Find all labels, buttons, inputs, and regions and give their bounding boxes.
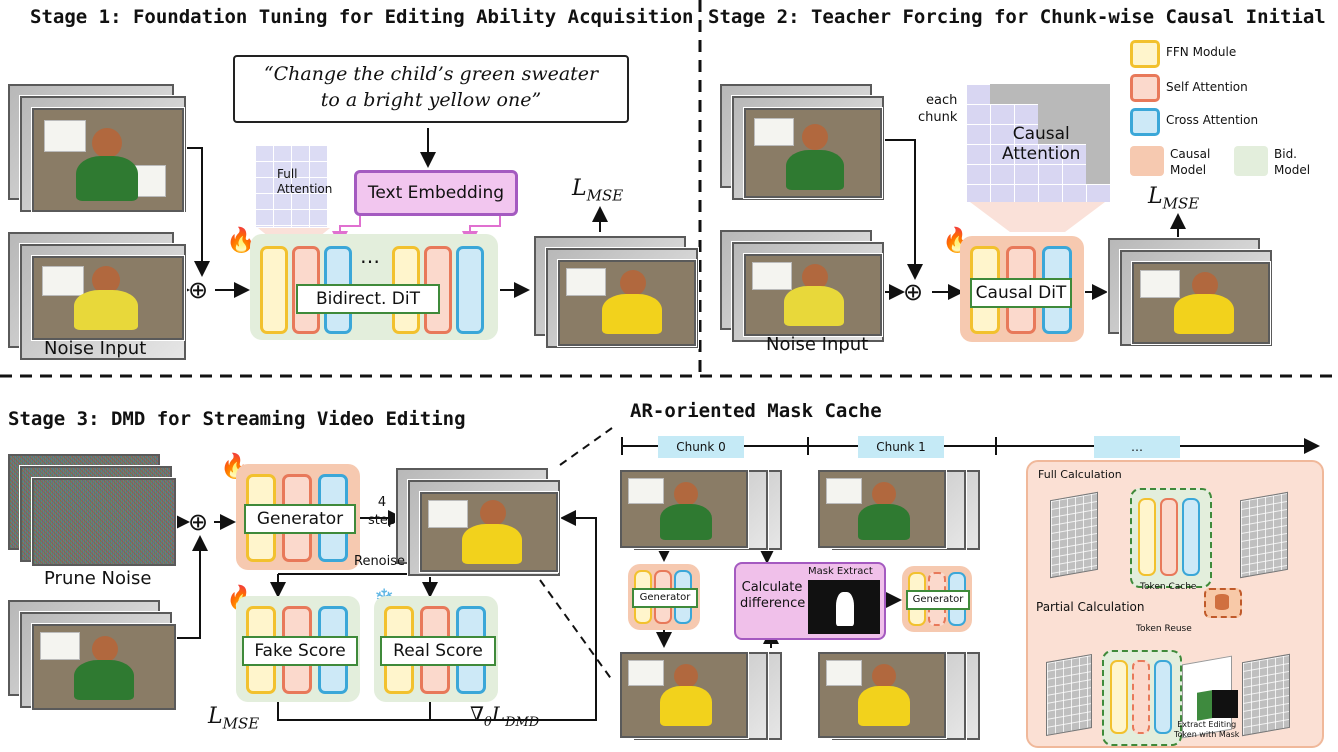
stage1-ellipsis: … bbox=[360, 244, 380, 268]
legend-ca-label: Cross Attention bbox=[1166, 113, 1259, 127]
full-calculation-label: Full Calculation bbox=[1038, 468, 1122, 481]
legend-causal-swatch bbox=[1130, 146, 1164, 176]
each-chunk-label: each chunk bbox=[918, 93, 958, 125]
stage3-fake-score-panel: Fake Score bbox=[236, 596, 360, 702]
stage1-plus-icon: ⊕ bbox=[188, 276, 209, 304]
calculate-difference-box: Calculate difference Mask Extract bbox=[734, 562, 886, 640]
chunk1-generator-label: Generator bbox=[906, 590, 970, 610]
stage1-full-attention-grid: Full Attention bbox=[255, 145, 332, 227]
stage1-loss: LMSE bbox=[572, 176, 624, 205]
partial-calculation-label: Partial Calculation bbox=[1036, 600, 1145, 614]
legend-bid-label: Bid. Model bbox=[1274, 147, 1311, 177]
causal-attention-grid: Causal Attention bbox=[966, 84, 1110, 202]
partial-calc-output-frame bbox=[1046, 653, 1092, 737]
stage2-title: Stage 2: Teacher Forcing for Chunk-wise … bbox=[708, 6, 1326, 28]
stage3-plus-icon: ⊕ bbox=[188, 508, 209, 536]
chunk0-label: Chunk 0 bbox=[658, 436, 744, 458]
chunk-more-label: … bbox=[1094, 436, 1180, 458]
token-cache-label: Token Cache bbox=[1140, 582, 1197, 592]
token-reuse-label: Token Reuse bbox=[1136, 624, 1192, 634]
full-calc-input-frame bbox=[1050, 491, 1098, 579]
mask-extract-label: Mask Extract bbox=[808, 566, 873, 577]
stage3-renoise-label: Renoise bbox=[354, 554, 406, 569]
calculate-difference-label: Calculate difference bbox=[740, 580, 806, 611]
partial-calc-input-frame bbox=[1242, 653, 1290, 737]
legend-sa-swatch bbox=[1130, 74, 1160, 102]
full-attention-label: Full Attention bbox=[277, 167, 333, 196]
partial-calc-block bbox=[1102, 650, 1182, 746]
full-calc-output-frame bbox=[1240, 491, 1288, 579]
chunk0-generator: Generator bbox=[628, 564, 700, 630]
causal-attention-label: Causal Attention bbox=[1002, 124, 1081, 164]
cache-detail-panel: Full Calculation Token Cache Partial Cal… bbox=[1026, 460, 1324, 748]
stage1-text-embedding: Text Embedding bbox=[354, 170, 518, 216]
stage3-real-score-label: Real Score bbox=[380, 636, 496, 666]
stage1-title: Stage 1: Foundation Tuning for Editing A… bbox=[30, 6, 694, 28]
stage1-dit-label: Bidirect. DiT bbox=[296, 284, 440, 314]
stage3-mse-loss: LMSE bbox=[208, 704, 260, 733]
stage3-fake-score-label: Fake Score bbox=[242, 636, 358, 666]
legend-ffn-label: FFN Module bbox=[1166, 45, 1237, 59]
full-calc-block bbox=[1130, 488, 1212, 588]
stage1-noise-label: Noise Input bbox=[44, 338, 147, 359]
mask-image bbox=[808, 580, 880, 634]
stage1-prompt-box: “Change the child’s green sweater to a b… bbox=[233, 55, 629, 123]
stage1-dit-panel: … Bidirect. DiT bbox=[250, 234, 498, 340]
stage3-generator-label: Generator bbox=[244, 504, 356, 534]
stage2-dit-label: Causal DiT bbox=[970, 278, 1072, 308]
legend-causal-label: Causal Model bbox=[1170, 147, 1211, 177]
stage3-dmd-loss: ∇θLDMD bbox=[470, 702, 540, 730]
stage2-loss: LMSE bbox=[1148, 184, 1200, 213]
cache-store-icon bbox=[1204, 588, 1242, 618]
stage3-real-score-panel: Real Score bbox=[374, 596, 498, 702]
stage3-title: Stage 3: DMD for Streaming Video Editing bbox=[8, 408, 466, 430]
legend-sa-label: Self Attention bbox=[1166, 80, 1248, 94]
cache-title: AR-oriented Mask Cache bbox=[630, 400, 882, 422]
chunk0-generator-label: Generator bbox=[632, 588, 698, 608]
stage2-noise-label: Noise Input bbox=[766, 334, 869, 355]
stage2-plus-icon: ⊕ bbox=[903, 278, 924, 306]
legend-ca-swatch bbox=[1130, 108, 1160, 136]
stage3-generator-panel: Generator bbox=[236, 464, 360, 570]
legend-ffn-swatch bbox=[1130, 40, 1160, 68]
prompt-line-2: to a bright yellow one” bbox=[320, 89, 542, 111]
prompt-line-1: “Change the child’s green sweater bbox=[263, 63, 599, 85]
legend-bid-swatch bbox=[1234, 146, 1268, 176]
chunk1-label: Chunk 1 bbox=[858, 436, 944, 458]
chunk1-generator: Generator bbox=[902, 566, 972, 632]
mask-thumbnail bbox=[1212, 690, 1238, 718]
extract-editing-label: Extract Editing Token with Mask bbox=[1174, 720, 1240, 739]
stage2-dit-panel: Causal DiT bbox=[960, 236, 1084, 342]
stage3-step-label: 4 step bbox=[368, 495, 397, 528]
stage3-prune-label: Prune Noise bbox=[44, 568, 152, 589]
